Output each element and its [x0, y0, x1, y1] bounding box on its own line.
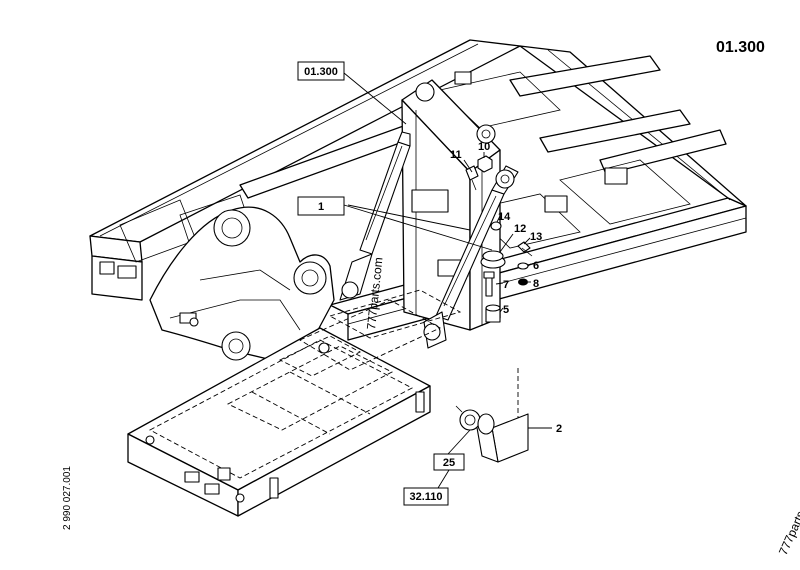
- reference-label: 01.300: [304, 66, 338, 78]
- callouts: 10 11 14 12 13 6 7 8 5 2: [450, 141, 562, 435]
- callout-14: 14: [498, 211, 511, 223]
- reference-label: 32.110: [409, 491, 442, 503]
- callout-2: 2: [556, 423, 562, 435]
- callout-10: 10: [478, 141, 490, 153]
- callout-8: 8: [533, 278, 539, 290]
- reference-label: 25: [443, 457, 455, 469]
- callout-11: 11: [450, 149, 462, 161]
- reference-box-25: 25: [433, 453, 465, 471]
- document-number: 2 990 027.001: [62, 466, 73, 530]
- page-reference: 01.300: [716, 39, 765, 56]
- leader-lines: [343, 72, 552, 455]
- callout-5: 5: [503, 304, 509, 316]
- mast: [401, 79, 501, 331]
- hydraulic-cylinder-right: [423, 165, 519, 349]
- reference-label: 1: [318, 201, 324, 213]
- hydraulic-cylinder-left: [339, 131, 411, 301]
- reference-box-32110: 32.110: [403, 487, 449, 506]
- reference-box-01300: 01.300: [297, 61, 345, 81]
- lower-frame: [127, 289, 519, 517]
- callout-6: 6: [533, 260, 539, 272]
- watermark-corner: 777parts.com: [776, 485, 800, 557]
- callout-13: 13: [530, 231, 542, 243]
- reference-box-1: 1: [297, 196, 345, 216]
- callout-12: 12: [514, 223, 526, 235]
- bracket-and-connector: [455, 405, 529, 463]
- small-parts: [189, 155, 533, 327]
- callout-7: 7: [503, 279, 509, 291]
